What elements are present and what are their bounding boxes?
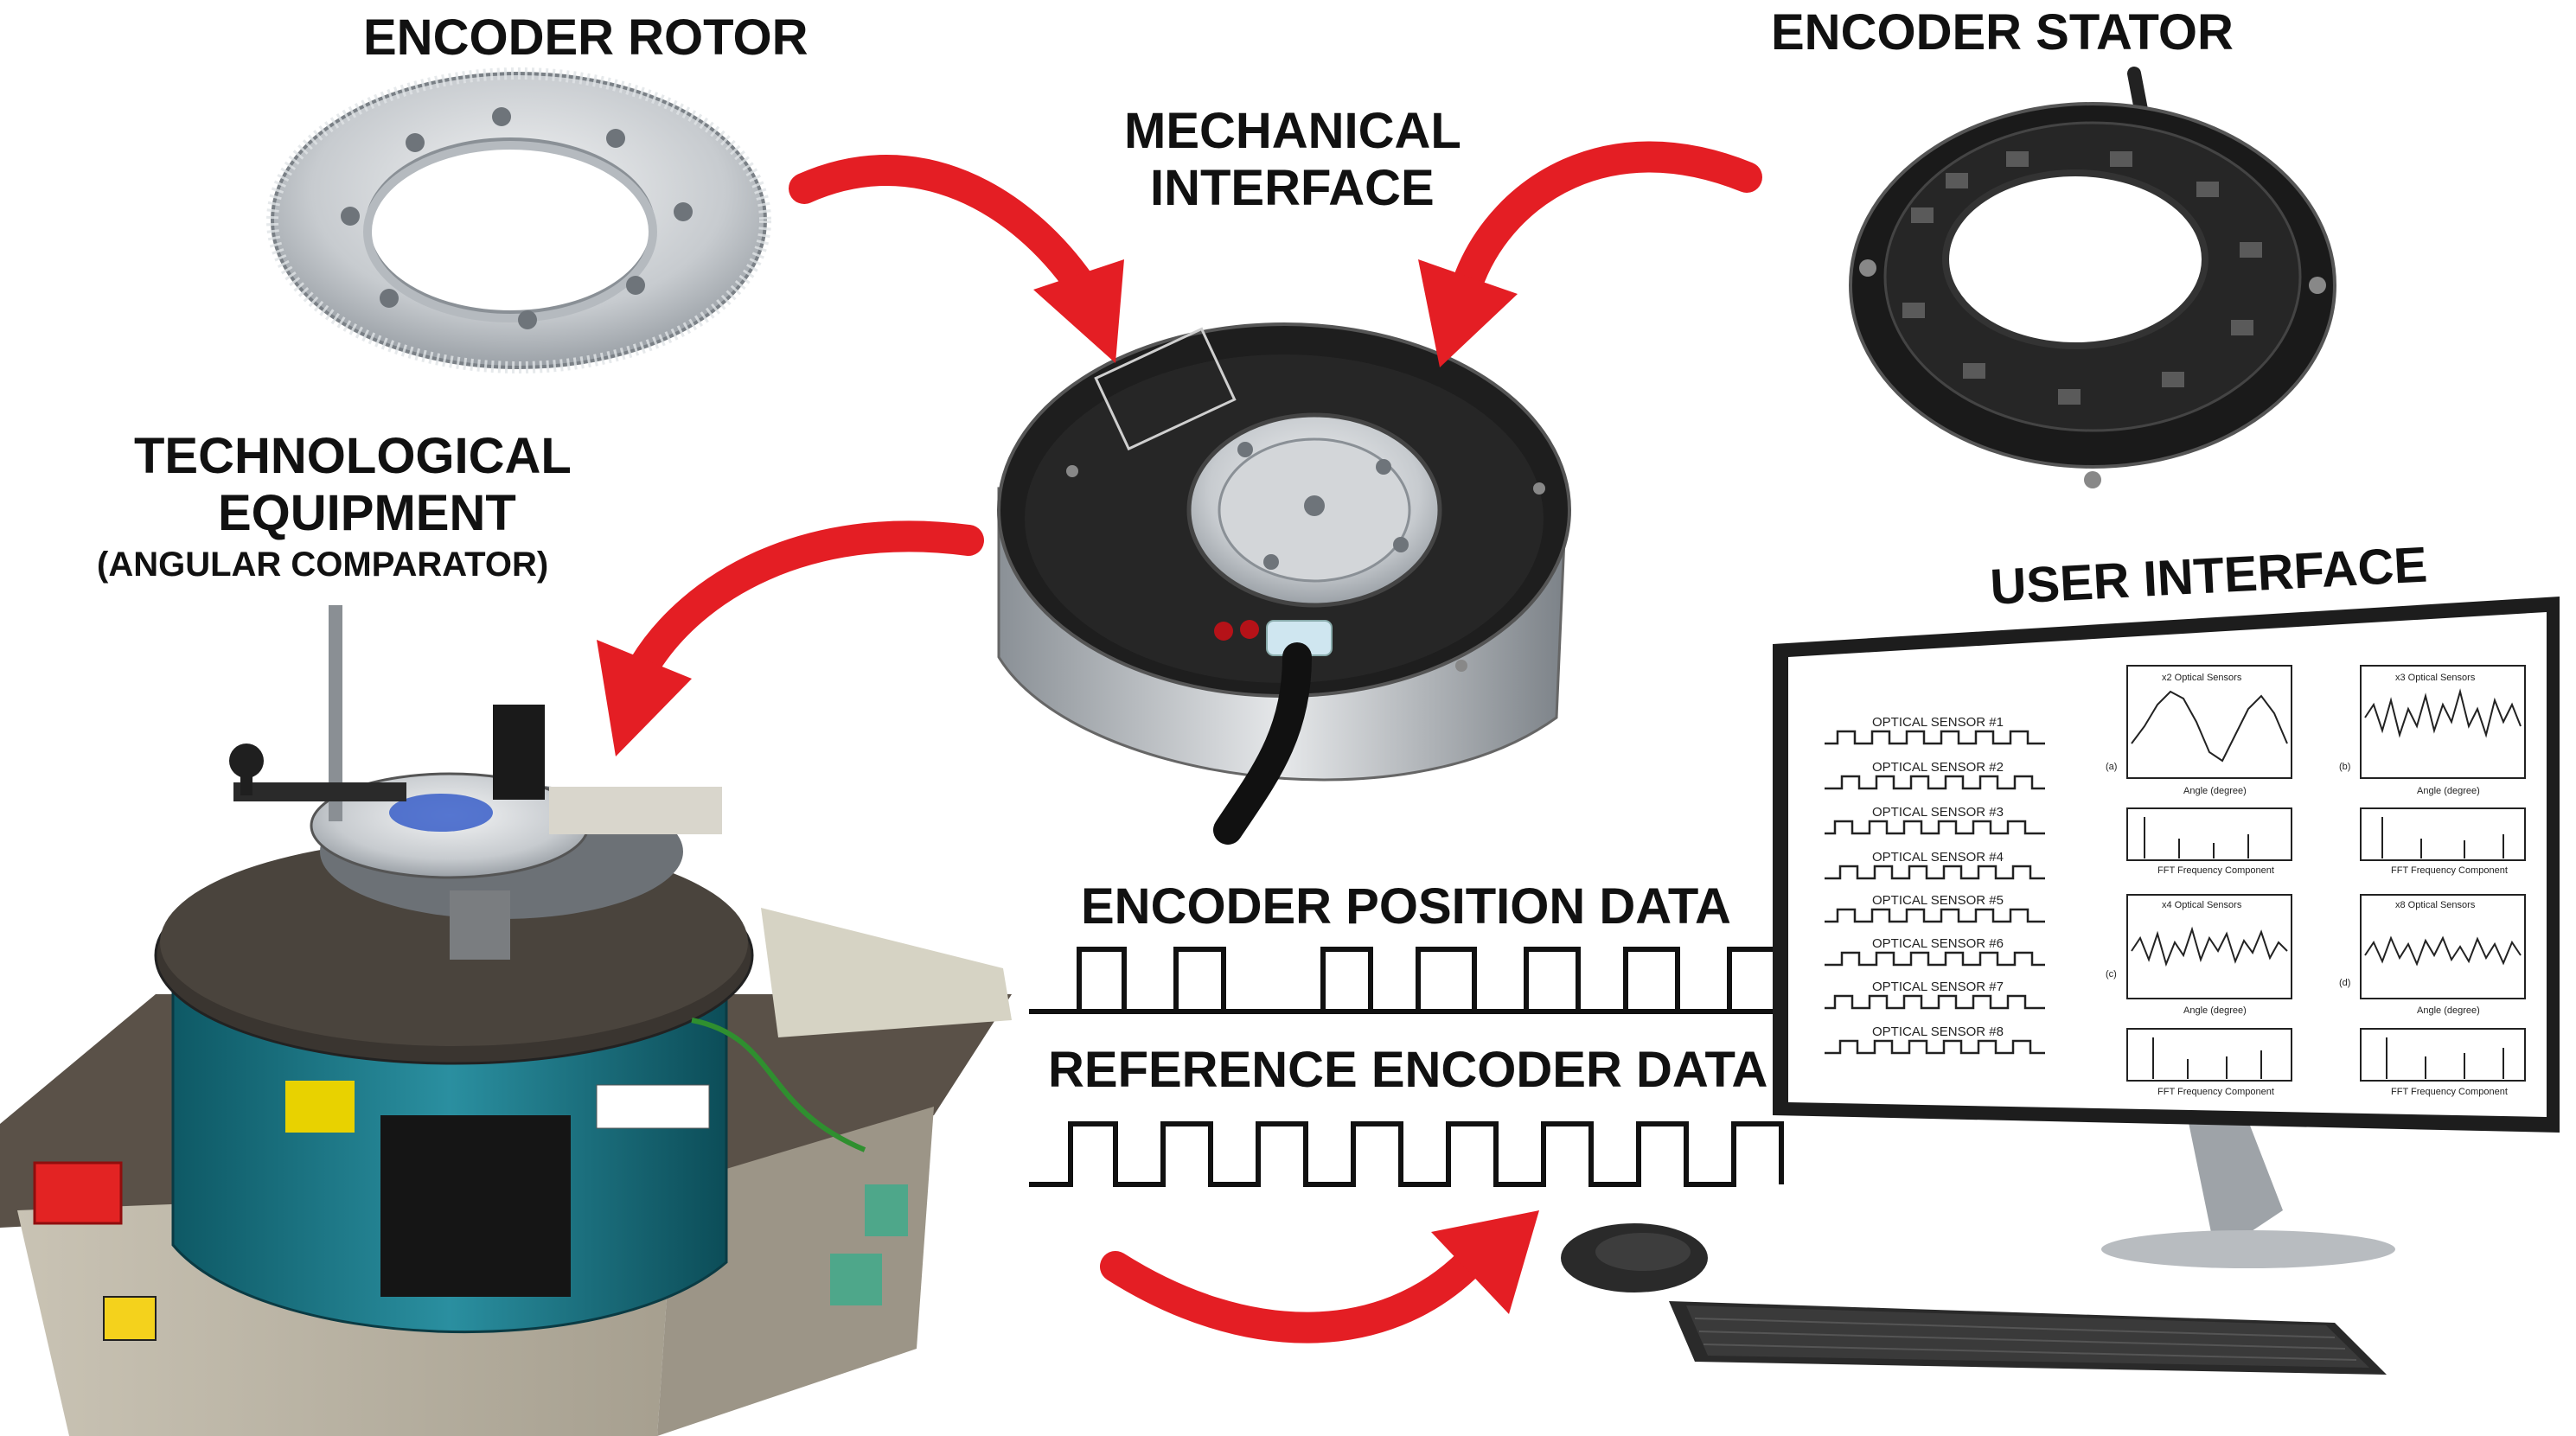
- plot-a-xlabel: Angle (degree): [2183, 786, 2247, 796]
- screen-plots: [2126, 665, 2526, 1082]
- sensor-label-7: OPTICAL SENSOR #7: [1872, 980, 2004, 994]
- mechanical-interface-image: [997, 322, 1571, 845]
- fft-xlabel-b: FFT Frequency Component: [2391, 865, 2508, 876]
- angular-comparator-image: [0, 605, 1012, 1436]
- plot-b-panel: (b): [2339, 762, 2350, 772]
- plot-c: [2126, 894, 2292, 1082]
- sensor-label-5: OPTICAL SENSOR #5: [1872, 893, 2004, 908]
- fft-xlabel-a: FFT Frequency Component: [2157, 865, 2274, 876]
- sensor-label-2: OPTICAL SENSOR #2: [1872, 760, 2004, 775]
- sensor-label-1: OPTICAL SENSOR #1: [1872, 715, 2004, 730]
- technological-equipment-label-line1: TECHNOLOGICAL: [134, 428, 572, 484]
- plot-d: [2360, 894, 2526, 1082]
- plot-d-legend: x8 Optical Sensors: [2395, 900, 2476, 910]
- flow-arrows: [597, 141, 1762, 1343]
- screen-sensor-waveforms: [1825, 730, 2045, 1055]
- plot-b: [2360, 665, 2526, 861]
- plot-b-xlabel: Angle (degree): [2417, 786, 2480, 796]
- encoder-position-data-label: ENCODER POSITION DATA: [1081, 878, 1731, 935]
- sensor-label-8: OPTICAL SENSOR #8: [1872, 1024, 2004, 1039]
- plot-c-legend: x4 Optical Sensors: [2162, 900, 2242, 910]
- arrow-rotor-to-interface: [789, 155, 1124, 363]
- arrow-interface-to-equipment: [597, 520, 984, 756]
- encoder-stator-label: ENCODER STATOR: [1771, 4, 2234, 61]
- plot-b-legend: x3 Optical Sensors: [2395, 673, 2476, 683]
- fft-xlabel-d: FFT Frequency Component: [2391, 1087, 2508, 1097]
- plot-a: [2126, 665, 2292, 861]
- plot-d-panel: (d): [2339, 978, 2350, 988]
- encoder-rotor-image: [266, 67, 771, 373]
- mechanical-interface-label-line2: INTERFACE: [1150, 160, 1435, 216]
- sensor-label-6: OPTICAL SENSOR #6: [1872, 936, 2004, 951]
- encoder-stator-image: [1849, 67, 2336, 488]
- encoder-position-waveform: [1029, 947, 1794, 1014]
- plot-d-xlabel: Angle (degree): [2417, 1005, 2480, 1016]
- arrow-stator-to-interface: [1418, 141, 1762, 367]
- plot-c-xlabel: Angle (degree): [2183, 1005, 2247, 1016]
- reference-encoder-waveform: [1029, 1121, 1784, 1187]
- arrow-data-to-user-interface: [1100, 1210, 1539, 1343]
- plot-a-legend: x2 Optical Sensors: [2162, 673, 2242, 683]
- technological-equipment-label-line2: EQUIPMENT: [218, 485, 516, 541]
- angular-comparator-label: (ANGULAR COMPARATOR): [97, 546, 549, 584]
- reference-encoder-data-label: REFERENCE ENCODER DATA: [1048, 1042, 1768, 1098]
- mechanical-interface-label-line1: MECHANICAL: [1124, 103, 1461, 159]
- plot-a-panel: (a): [2106, 762, 2117, 772]
- encoder-rotor-label: ENCODER ROTOR: [363, 10, 809, 66]
- sensor-label-3: OPTICAL SENSOR #3: [1872, 805, 2004, 820]
- plot-c-panel: (c): [2106, 969, 2117, 980]
- sensor-label-4: OPTICAL SENSOR #4: [1872, 850, 2004, 865]
- fft-xlabel-c: FFT Frequency Component: [2157, 1087, 2274, 1097]
